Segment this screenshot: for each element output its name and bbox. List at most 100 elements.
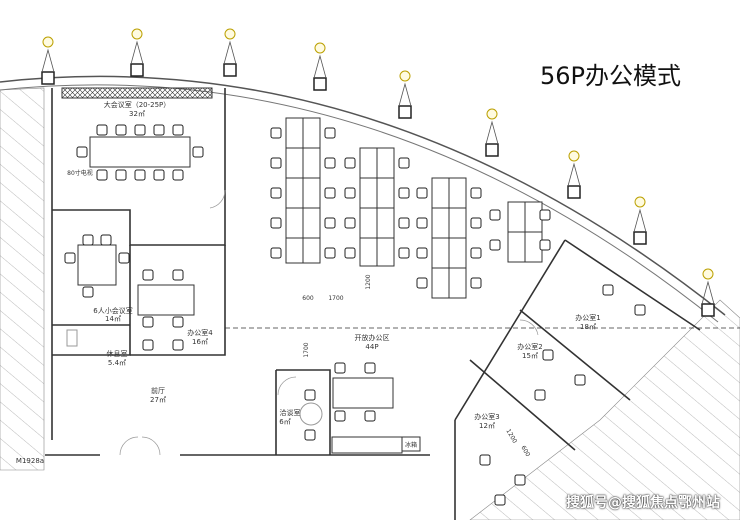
chair xyxy=(324,187,336,199)
chair xyxy=(324,217,336,229)
lamp-icon xyxy=(486,108,498,120)
door-code: M1928a xyxy=(16,457,44,465)
column xyxy=(41,71,55,85)
chair xyxy=(82,234,94,246)
chair xyxy=(334,362,346,374)
rest-room-name: 休息室 xyxy=(107,349,128,358)
office2-area: 15㎡ xyxy=(522,352,538,360)
negotiation-area: 6㎡ xyxy=(279,418,290,426)
fridge-label: 冰箱 xyxy=(405,441,417,449)
exterior-right-hatch xyxy=(469,299,740,520)
chair xyxy=(602,284,614,296)
chair xyxy=(76,146,88,158)
chair xyxy=(334,410,346,422)
column xyxy=(485,143,499,157)
rest-room-area: 5.4㎡ xyxy=(108,359,126,367)
chair xyxy=(118,252,130,264)
tv-label: 80寸电视 xyxy=(67,169,93,177)
small-meeting-area: 14㎡ xyxy=(105,315,121,323)
chair xyxy=(344,217,356,229)
chair xyxy=(634,304,646,316)
column xyxy=(701,303,715,317)
dim-1700: 1700 xyxy=(328,295,343,302)
office4-area: 16㎡ xyxy=(192,338,208,346)
chair xyxy=(64,252,76,264)
big-meeting-name: 大会议室（20-25P） xyxy=(104,100,171,109)
columns xyxy=(41,28,715,317)
chair xyxy=(96,169,108,181)
chair xyxy=(172,269,184,281)
lamp-icon xyxy=(568,150,580,162)
chair xyxy=(574,374,586,386)
chair xyxy=(304,429,316,441)
chairs xyxy=(64,124,646,506)
chair xyxy=(489,209,501,221)
chair xyxy=(534,389,546,401)
chair xyxy=(416,217,428,229)
doors xyxy=(119,189,539,456)
chair xyxy=(416,187,428,199)
pantry-counter xyxy=(331,436,403,454)
chair xyxy=(172,124,184,136)
column xyxy=(567,185,581,199)
chair xyxy=(142,339,154,351)
chair xyxy=(398,157,410,169)
chair xyxy=(324,157,336,169)
light-cone xyxy=(130,40,144,65)
chair xyxy=(539,239,551,251)
chair xyxy=(172,169,184,181)
chair xyxy=(270,187,282,199)
facade-curve-inner xyxy=(0,84,719,323)
chair xyxy=(172,316,184,328)
big-meeting-area: 32㎡ xyxy=(129,110,145,118)
lamp-icon xyxy=(634,196,646,208)
chair xyxy=(270,157,282,169)
facade-curve xyxy=(0,75,726,316)
chair xyxy=(324,127,336,139)
meeting-table-small xyxy=(77,244,117,286)
open-office-name: 开放办公区 xyxy=(355,333,390,342)
lamp-icon xyxy=(399,70,411,82)
chair xyxy=(304,389,316,401)
lamp-icon xyxy=(42,36,54,48)
column xyxy=(313,77,327,91)
chair xyxy=(192,146,204,158)
round-table xyxy=(299,402,323,426)
office4-name: 办公室4 xyxy=(187,328,213,337)
dim-600: 600 xyxy=(302,295,314,302)
dim-1200: 1200 xyxy=(365,274,372,289)
office3-name: 办公室3 xyxy=(474,412,499,421)
light-cone xyxy=(633,208,647,233)
light-cone xyxy=(398,82,412,107)
chair xyxy=(344,157,356,169)
office1-area: 18㎡ xyxy=(580,323,596,331)
chair xyxy=(364,362,376,374)
light-cone xyxy=(485,120,499,145)
negotiation-desks xyxy=(332,377,394,409)
chair xyxy=(470,187,482,199)
office1-name: 办公室1 xyxy=(575,313,600,322)
lamp-icon xyxy=(702,268,714,280)
lamp-icon xyxy=(131,28,143,40)
plan-title: 56P办公模式 xyxy=(540,62,682,90)
office2-name: 办公室2 xyxy=(517,342,542,351)
chair xyxy=(344,187,356,199)
chair xyxy=(398,217,410,229)
lamp-icon xyxy=(314,42,326,54)
chair xyxy=(470,217,482,229)
chair xyxy=(153,124,165,136)
light-cone xyxy=(701,280,715,305)
chair xyxy=(364,410,376,422)
chair xyxy=(100,234,112,246)
chair xyxy=(96,124,108,136)
column xyxy=(130,63,144,77)
chair xyxy=(470,277,482,289)
chair xyxy=(398,187,410,199)
chair xyxy=(82,286,94,298)
chair xyxy=(539,209,551,221)
fridge xyxy=(401,436,421,452)
watermark: 搜狐号@搜狐焦点鄂州站 xyxy=(566,495,720,511)
chair xyxy=(344,247,356,259)
dim-aisle-1700: 1700 xyxy=(303,342,310,357)
